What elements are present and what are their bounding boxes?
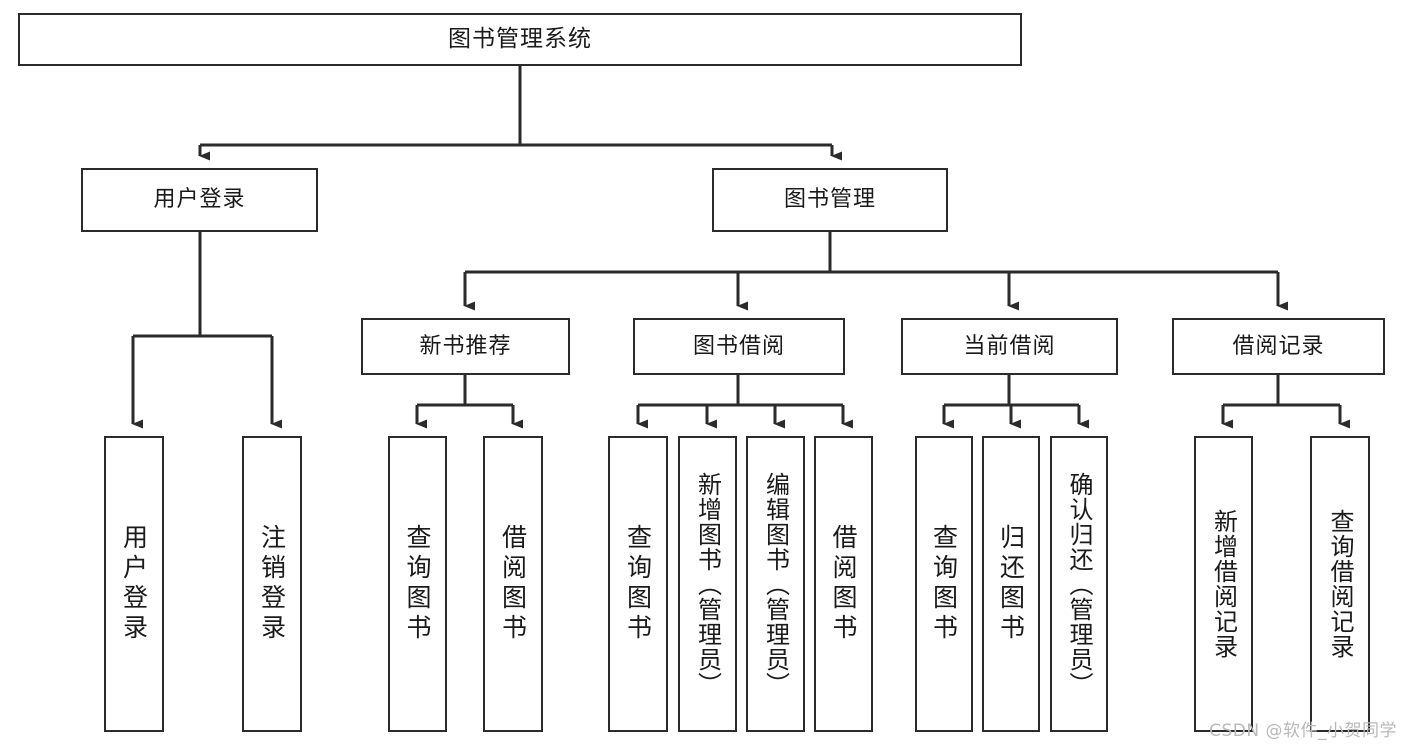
node-label: 用户登录 [153, 187, 246, 213]
node-label: 图书管理 [783, 187, 876, 213]
node-submodule-book-borrow[interactable]: 图书借阅 [633, 318, 845, 375]
node-label: 注销登录 [257, 524, 287, 644]
node-label: 新书推荐 [419, 333, 512, 359]
node-label: 编辑图书（管理员） [761, 471, 790, 697]
node-label: 图书借阅 [692, 333, 785, 359]
node-leaf-confirm-return-admin[interactable]: 确认归还（管理员） [1050, 436, 1108, 732]
node-leaf-borrow-books-recommend[interactable]: 借阅图书 [483, 436, 543, 732]
node-label: 新增图书（管理员） [693, 471, 722, 697]
node-leaf-borrow-books[interactable]: 借阅图书 [814, 436, 873, 732]
node-leaf-add-book-admin[interactable]: 新增图书（管理员） [678, 436, 737, 732]
node-label: 查询图书 [623, 524, 653, 644]
node-leaf-add-borrow-record[interactable]: 新增借阅记录 [1194, 436, 1253, 732]
node-leaf-query-books-current[interactable]: 查询图书 [915, 436, 973, 732]
watermark-text: CSDN @软件_小贺同学 [1209, 721, 1397, 741]
node-submodule-borrow-records[interactable]: 借阅记录 [1172, 318, 1385, 375]
node-submodule-current-borrow[interactable]: 当前借阅 [901, 318, 1118, 375]
node-leaf-user-login[interactable]: 用户登录 [104, 436, 164, 732]
node-label: 归还图书 [996, 524, 1026, 644]
node-label: 借阅图书 [498, 524, 528, 644]
node-module-book-management[interactable]: 图书管理 [712, 168, 948, 232]
node-leaf-logout[interactable]: 注销登录 [242, 436, 302, 732]
node-submodule-new-book-recommend[interactable]: 新书推荐 [361, 318, 570, 375]
node-label: 查询图书 [929, 524, 959, 644]
node-label: 新增借阅记录 [1209, 509, 1238, 659]
node-leaf-query-borrow-record[interactable]: 查询借阅记录 [1310, 436, 1370, 732]
node-label: 查询借阅记录 [1326, 509, 1354, 659]
node-leaf-edit-book-admin[interactable]: 编辑图书（管理员） [746, 436, 805, 732]
node-label: 当前借阅 [963, 333, 1056, 359]
node-root-system[interactable]: 图书管理系统 [18, 13, 1022, 66]
node-label: 查询图书 [403, 524, 432, 644]
node-label: 用户登录 [119, 524, 149, 644]
node-leaf-return-books[interactable]: 归还图书 [982, 436, 1040, 732]
node-leaf-query-books-recommend[interactable]: 查询图书 [388, 436, 447, 732]
node-leaf-query-books-borrow[interactable]: 查询图书 [608, 436, 668, 732]
node-module-user-login[interactable]: 用户登录 [81, 168, 318, 232]
node-label: 图书管理系统 [448, 25, 592, 52]
node-label: 确认归还（管理员） [1065, 471, 1093, 697]
node-label: 借阅图书 [829, 524, 858, 644]
node-label: 借阅记录 [1232, 333, 1325, 359]
